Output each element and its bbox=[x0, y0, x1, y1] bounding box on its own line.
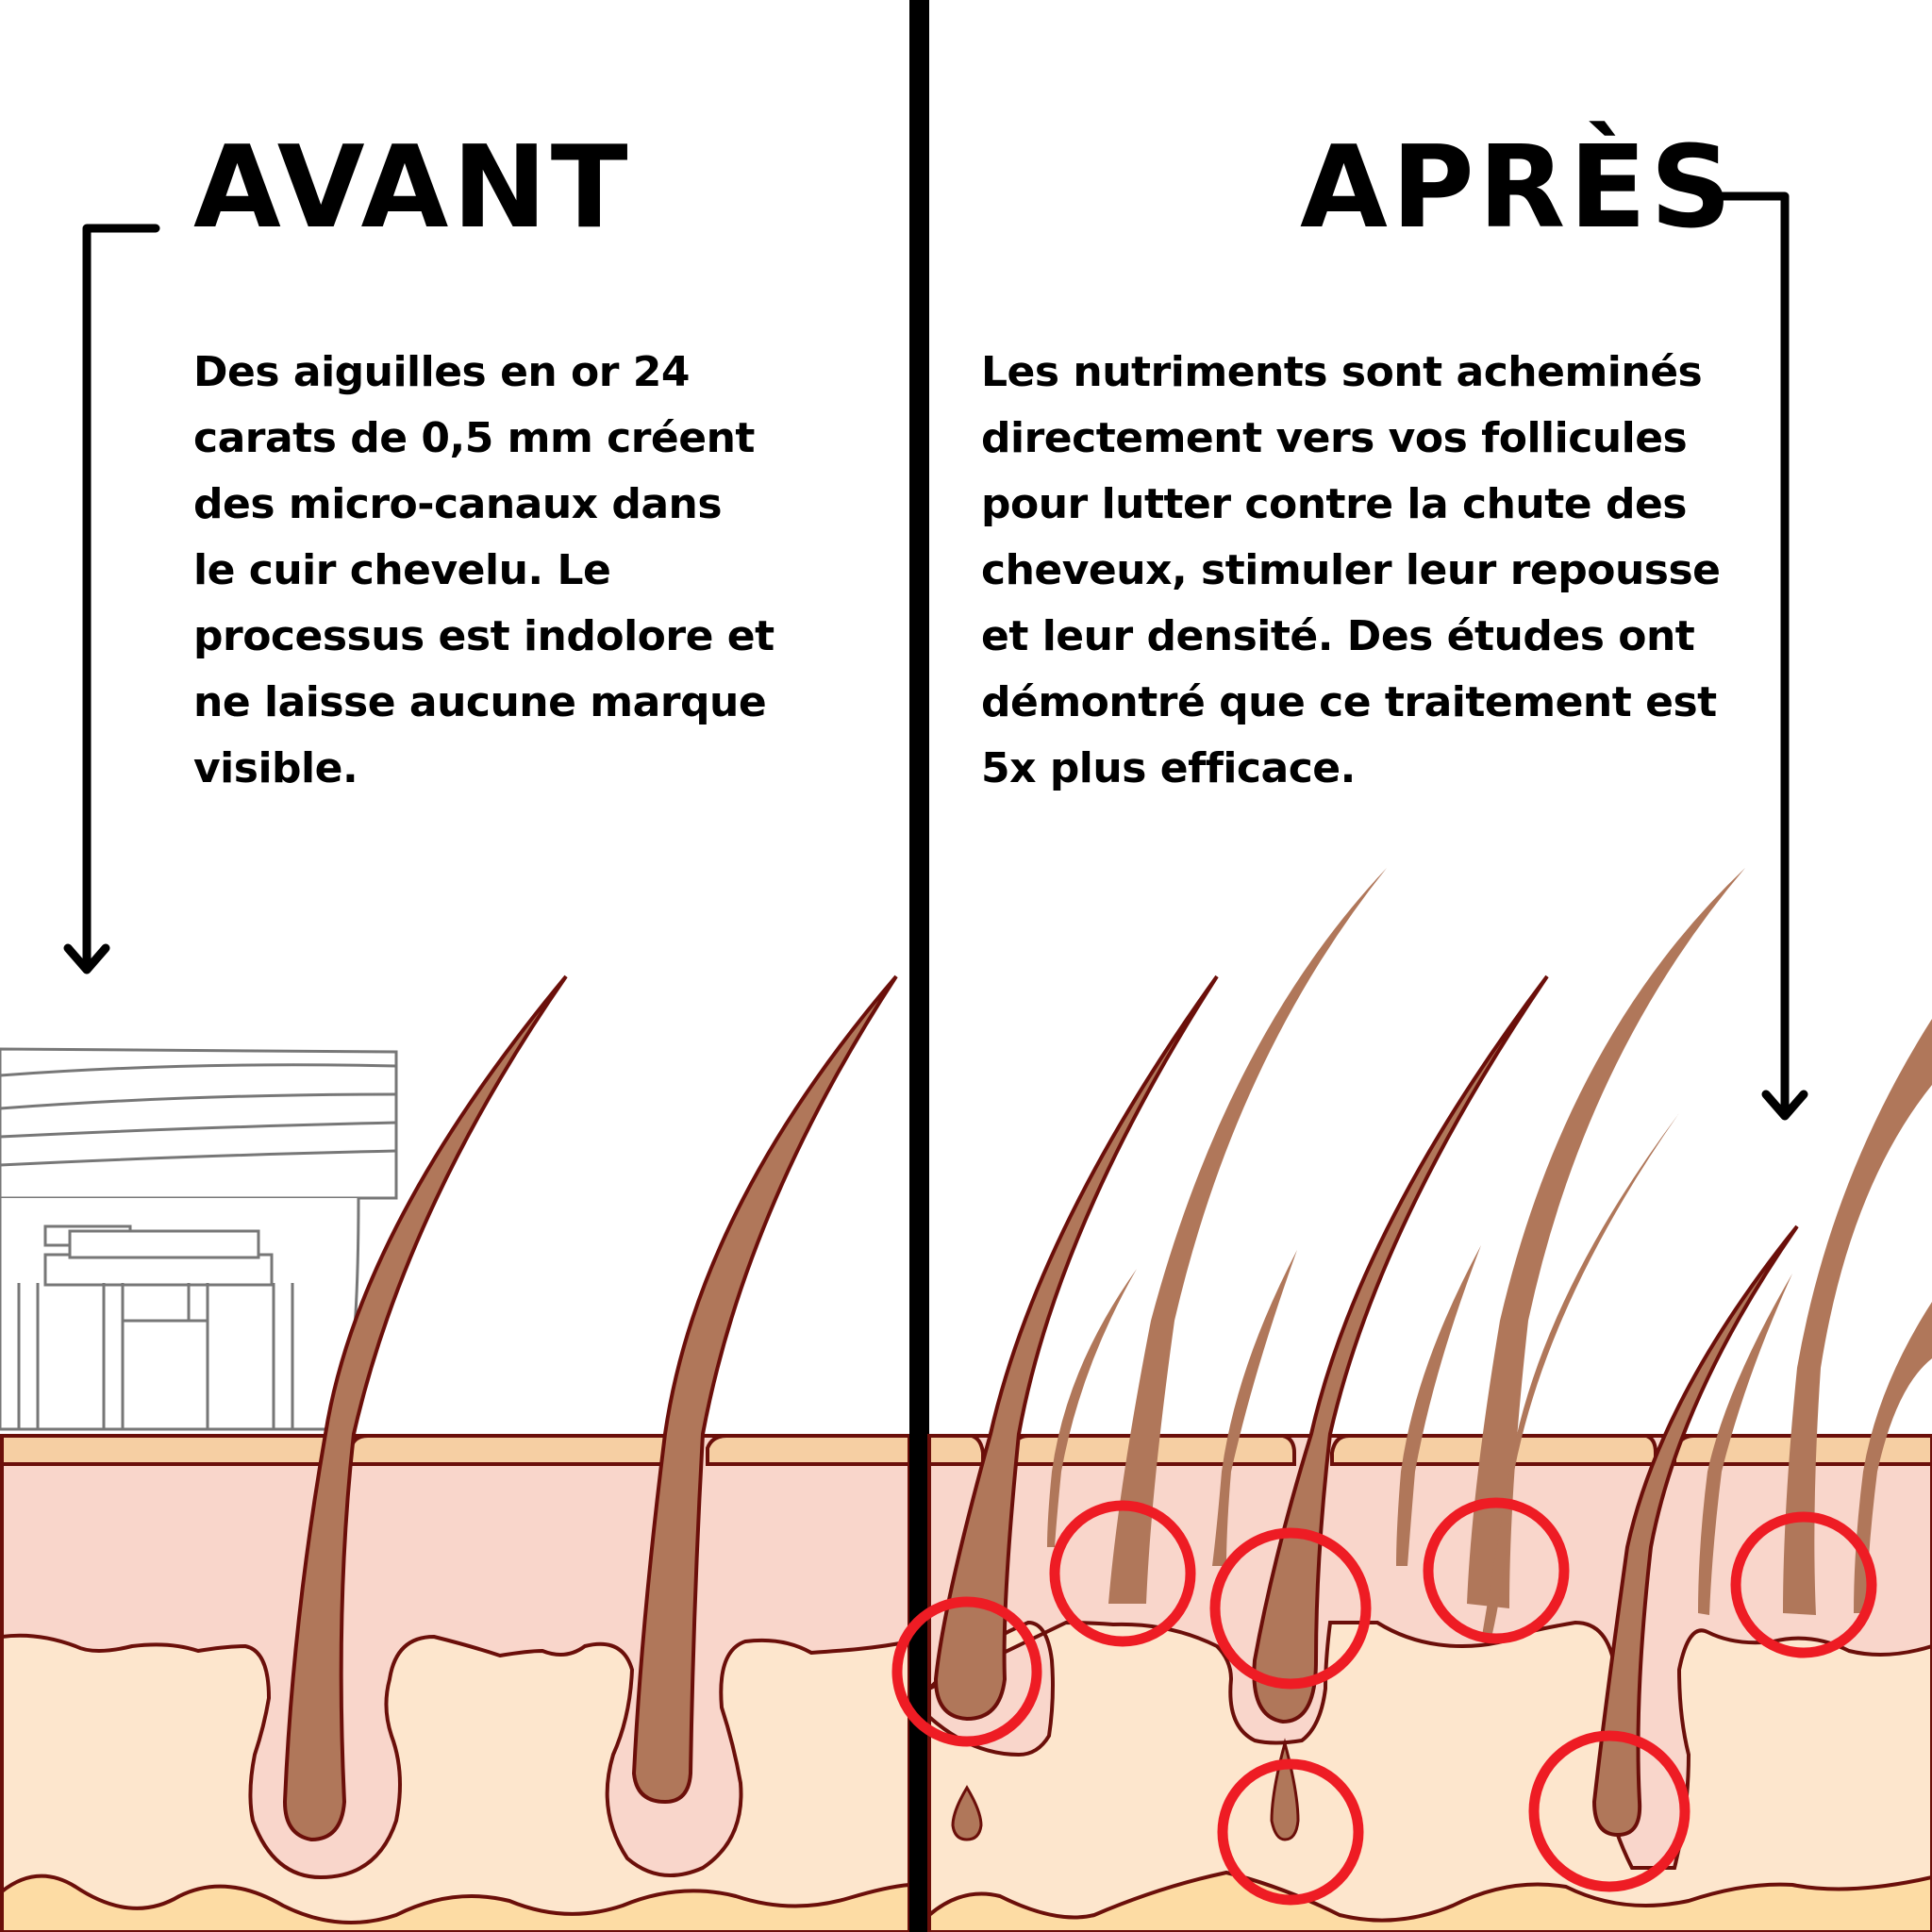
highlight-circle bbox=[891, 1596, 1042, 1747]
avant-line-5: processus est indolore et bbox=[193, 612, 774, 660]
avant-line-4: le cuir chevelu. Le bbox=[193, 546, 611, 594]
right-bracket-arrow-icon bbox=[1710, 192, 1808, 1121]
highlight-circle bbox=[1209, 1527, 1372, 1690]
apres-line-2: directement vers vos follicules bbox=[981, 414, 1688, 462]
microneedle-device-icon bbox=[0, 1047, 398, 1431]
apres-line-3: pour lutter contre la chute des bbox=[981, 480, 1687, 528]
apres-title: APRÈS bbox=[1300, 123, 1736, 254]
apres-line-6: démontré que ce traitement est bbox=[981, 678, 1717, 726]
avant-line-1: Des aiguilles en or 24 bbox=[193, 348, 691, 396]
highlight-circle bbox=[1217, 1758, 1364, 1906]
apres-line-1: Les nutriments sont acheminés bbox=[981, 348, 1703, 396]
highlight-circle bbox=[1528, 1730, 1690, 1892]
avant-line-7: visible. bbox=[193, 744, 358, 792]
highlight-circle bbox=[1423, 1497, 1570, 1644]
apres-line-4: cheveux, stimuler leur repousse bbox=[981, 546, 1721, 594]
right-skin-section bbox=[927, 1434, 1932, 1932]
avant-line-2: carats de 0,5 mm créent bbox=[193, 414, 755, 462]
avant-line-3: des micro-canaux dans bbox=[193, 480, 723, 528]
left-bracket-arrow-icon bbox=[63, 224, 160, 974]
apres-line-5: et leur densité. Des études ont bbox=[981, 612, 1695, 660]
avant-title: AVANT bbox=[193, 123, 632, 254]
avant-line-6: ne laisse aucune marque bbox=[193, 678, 767, 726]
left-hair-strands bbox=[282, 974, 898, 1842]
center-divider bbox=[909, 0, 929, 1932]
highlight-circle bbox=[1730, 1511, 1877, 1658]
apres-description: Les nutriments sont acheminés directemen… bbox=[981, 340, 1721, 802]
highlight-circle bbox=[1049, 1500, 1196, 1647]
highlight-circles bbox=[891, 1497, 1877, 1906]
apres-line-7: 5x plus efficace. bbox=[981, 744, 1356, 792]
right-hair-strands bbox=[933, 868, 1932, 1841]
avant-description: Des aiguilles en or 24 carats de 0,5 mm … bbox=[193, 340, 774, 802]
left-skin-section bbox=[0, 1434, 911, 1932]
